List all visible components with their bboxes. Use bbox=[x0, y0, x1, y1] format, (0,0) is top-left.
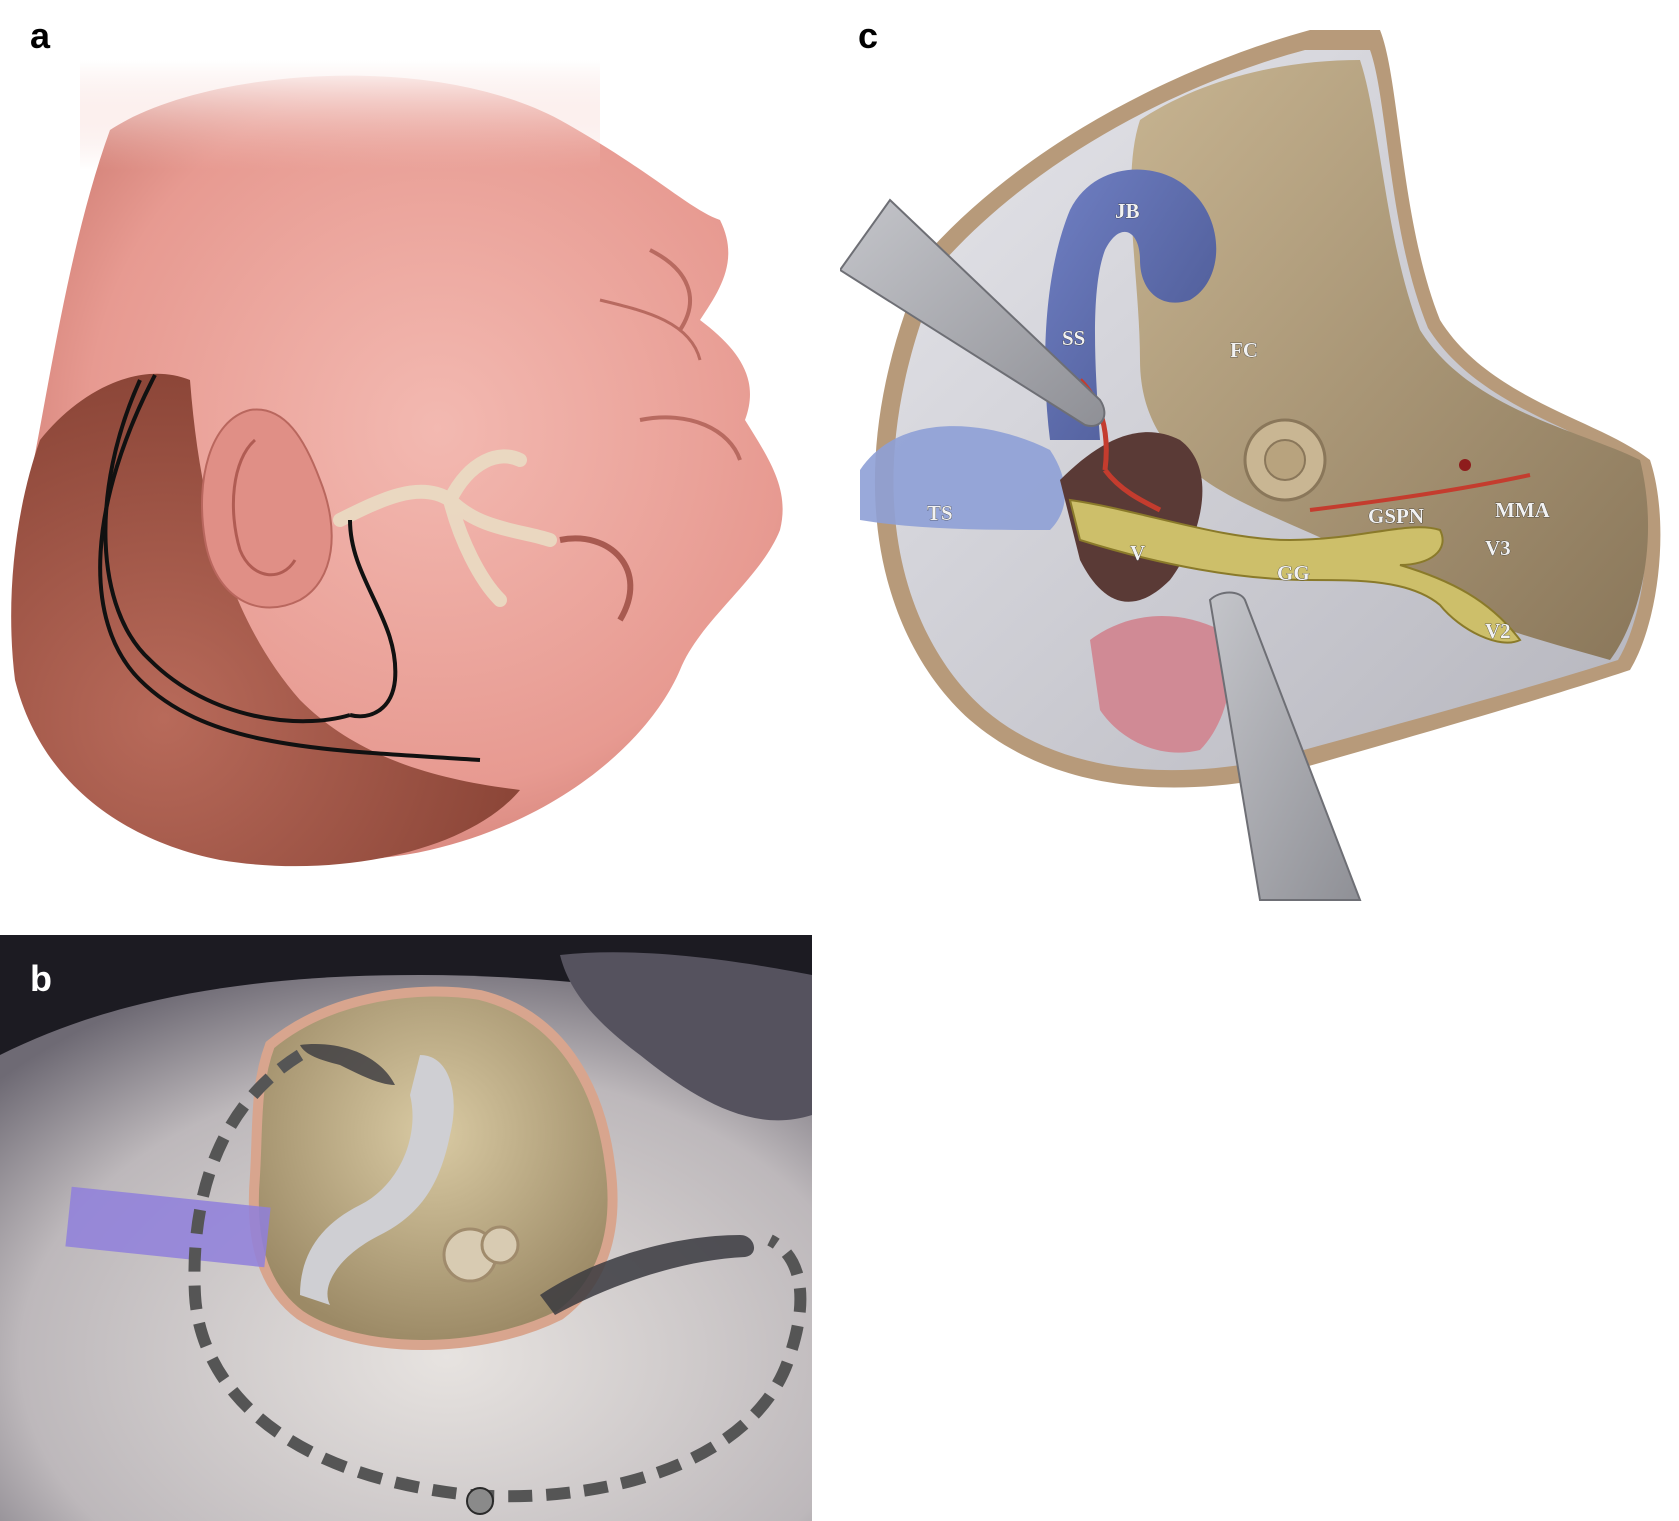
panel-b-image: b bbox=[0, 935, 812, 1521]
panel-a-head-illustration bbox=[11, 60, 783, 867]
sigmoid-sinus-jugular-bulb bbox=[1045, 169, 1217, 440]
panel-b-illustration bbox=[0, 935, 812, 1521]
ear-shape bbox=[201, 408, 333, 609]
panel-b-letter: b bbox=[30, 958, 52, 999]
label-gg: GG bbox=[1277, 561, 1310, 585]
facial-nerve bbox=[333, 449, 557, 607]
retractor-upper bbox=[840, 198, 1106, 427]
label-v2: V2 bbox=[1485, 619, 1511, 643]
label-jb: JB bbox=[1115, 199, 1140, 223]
hair-region bbox=[11, 373, 520, 867]
purple-marker bbox=[65, 1186, 271, 1268]
trigeminal-nerve bbox=[1068, 498, 1522, 644]
label-gspn: GSPN bbox=[1368, 504, 1424, 528]
incision-line-preauricular bbox=[348, 519, 398, 719]
label-v3: V3 bbox=[1485, 536, 1511, 560]
panel-a-letter: a bbox=[30, 15, 51, 56]
petrous-dura bbox=[1131, 60, 1649, 660]
incision-line-inner bbox=[103, 379, 351, 724]
label-v: V bbox=[1130, 541, 1145, 565]
panel-c-letter: c bbox=[858, 15, 879, 56]
transverse-sinus bbox=[860, 426, 1065, 530]
panel-c-surgical-illustration: JB SS FC TS GSPN MMA V GG V3 V2 bbox=[840, 30, 1661, 901]
label-ts: TS bbox=[927, 501, 953, 525]
label-ss: SS bbox=[1062, 326, 1085, 350]
gspn-mma-line bbox=[1309, 473, 1531, 512]
marker-sphere bbox=[466, 1487, 494, 1515]
label-mma: MMA bbox=[1495, 498, 1551, 522]
retractor-lower bbox=[1208, 591, 1362, 901]
label-fc: FC bbox=[1230, 338, 1258, 362]
